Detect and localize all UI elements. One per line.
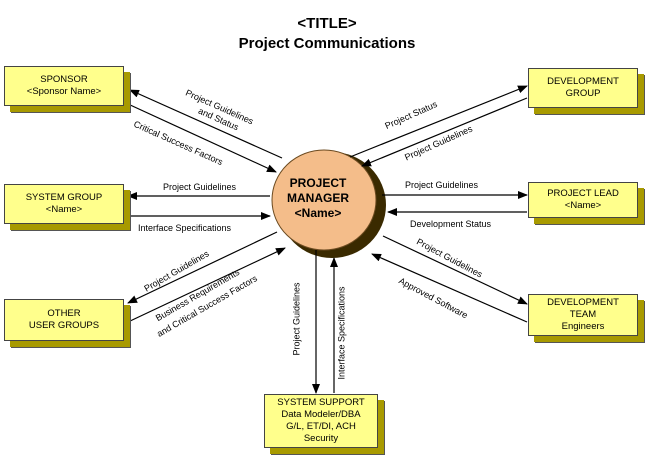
box-line: GROUP [565,88,601,99]
title-text: Project Communications [238,35,416,52]
development-group-box: DEVELOPMENT GROUP [528,68,638,108]
box-line: PROJECT LEAD [547,188,619,199]
center-node [271,149,377,251]
sponsor-box: SPONSOR <Sponsor Name> [4,66,124,106]
label-sysgroup-in: Project Guidelines [163,182,237,192]
arrow-devgroup-in [361,97,528,167]
center-line2: MANAGER [287,191,349,205]
project-lead-box: PROJECT LEAD <Name> [528,182,638,218]
box-line: <Name> [564,200,602,211]
label-support-out: Interface Specifications [336,286,347,380]
box-line: G/L, ET/DI, ACH [286,421,356,432]
label-lead-in: Project Guidelines [405,180,479,190]
box-line: SPONSOR [40,74,88,85]
box-line: Engineers [561,321,605,332]
diagram-title: <TITLE> Project Communications [0,14,654,54]
arrow-other-in [127,231,278,304]
arrow-sponsor-in [129,89,283,159]
other-user-groups-box: OTHER USER GROUPS [4,299,124,341]
label-lead-out: Development Status [410,219,492,229]
box-line: <Name> [45,204,83,215]
box-line: Data Modeler/DBA [281,409,361,420]
center-line1: PROJECT [289,176,347,190]
box-line: SYSTEM SUPPORT [277,397,365,408]
arrow-sponsor-out [127,103,277,173]
box-line: SYSTEM GROUP [25,192,103,203]
label-support-in: Project Guidelines [291,282,302,356]
system-support-box: SYSTEM SUPPORT Data Modeler/DBA G/L, ET/… [264,394,378,448]
center-node-label: PROJECT MANAGER <Name> [268,176,368,221]
arrow-team-in [382,235,528,305]
arrow-other-out [127,247,286,323]
box-line: Security [303,433,339,444]
box-line: DEVELOPMENT [547,76,619,87]
box-line: DEVELOPMENT [547,297,619,308]
title-placeholder: <TITLE> [297,15,357,32]
label-sysgroup-out: Interface Specifications [138,223,232,233]
arrow-team-out [371,253,528,323]
box-line: TEAM [569,309,597,320]
system-group-box: SYSTEM GROUP <Name> [4,184,124,224]
arrow-devgroup-out [349,85,528,158]
box-line: <Sponsor Name> [26,86,102,97]
center-line3: <Name> [294,206,342,220]
development-team-box: DEVELOPMENT TEAM Engineers [528,294,638,336]
box-line: USER GROUPS [28,320,100,331]
box-line: OTHER [47,308,81,319]
